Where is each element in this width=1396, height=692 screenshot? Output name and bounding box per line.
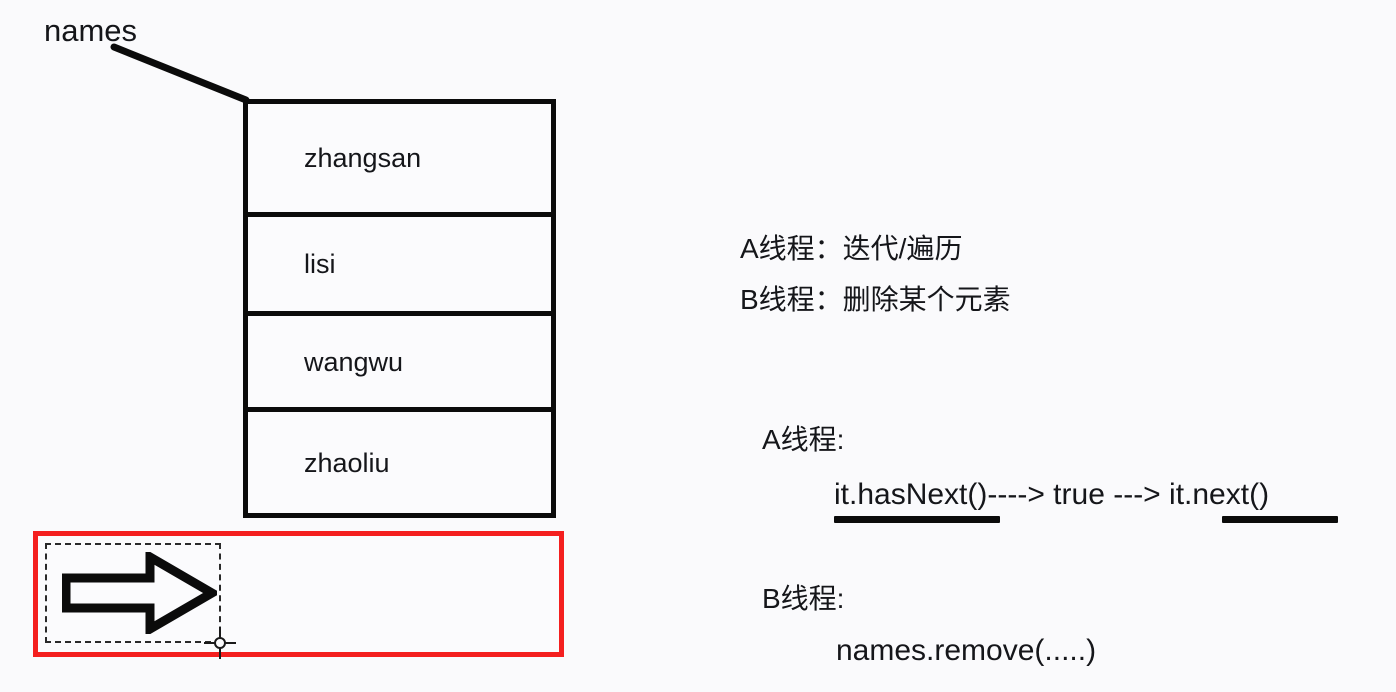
crosshair-handle-icon[interactable] [203, 626, 237, 660]
sequence-heading-thread-b: B线程: [762, 583, 845, 614]
names-variable-label: names [44, 13, 138, 48]
underline-has-next [834, 516, 1000, 523]
leader-line [110, 43, 250, 104]
list-item-label: lisi [304, 249, 336, 279]
red-highlight-frame [33, 531, 564, 657]
selection-marquee[interactable] [45, 543, 221, 643]
names-list-box: zhangsan lisi wangwu zhaoliu [243, 99, 556, 518]
sequence-code-thread-a: it.hasNext()----> true ---> it.next() [834, 478, 1270, 511]
underline-next [1222, 516, 1338, 523]
right-block-arrow-icon[interactable] [62, 552, 217, 634]
list-item-label: zhaoliu [304, 447, 390, 478]
sequence-heading-thread-a: A线程: [762, 424, 845, 455]
list-item[interactable]: zhaoliu [248, 407, 551, 513]
list-item[interactable]: wangwu [248, 311, 551, 407]
list-item[interactable]: zhangsan [248, 104, 551, 212]
note-thread-a-role: A线程：迭代/遍历 [740, 233, 963, 264]
list-item-label: zhangsan [304, 143, 422, 173]
list-item[interactable]: lisi [248, 212, 551, 311]
note-thread-b-role: B线程：删除某个元素 [740, 284, 1011, 315]
list-item-label: wangwu [304, 346, 404, 377]
sequence-code-thread-b: names.remove(.....) [836, 634, 1097, 667]
